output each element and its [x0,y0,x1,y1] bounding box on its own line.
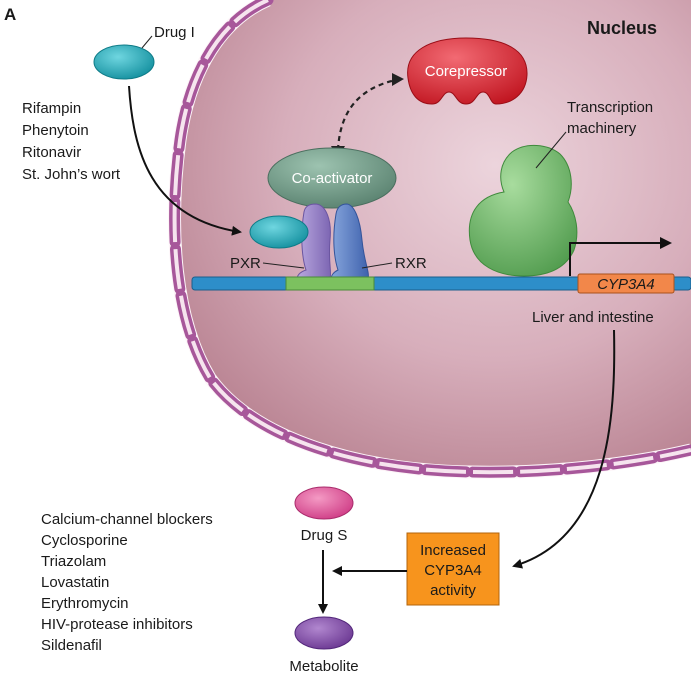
transcription-machinery [468,145,578,277]
inducer-drug-item: Rifampin [22,100,81,117]
drug-s-label: Drug S [301,527,348,544]
drug-i-label: Drug I [154,24,195,41]
coactivator-protein [267,147,397,209]
activity-box-line2: CYP3A4 [424,562,482,579]
panel-letter: A [4,5,16,24]
activity-box-line3: activity [430,582,476,599]
metabolite-molecule [294,616,354,650]
drug-i-molecule [93,44,155,80]
nuclear-membrane-inner [172,0,691,475]
transcription-leader-line [535,131,567,169]
substrate-drug-item: Triazolam [41,553,106,570]
activity-box [406,532,500,606]
induction-arrow [512,329,616,569]
exchange-dashed-line [336,78,397,151]
coactivator-label: Co-activator [292,170,373,187]
pxr-leader-line [262,262,305,269]
nucleus-body [174,0,691,473]
substrate-drug-item: HIV-protease inhibitors [41,616,193,633]
inducer-drug-item: Phenytoin [22,122,89,139]
pxr-label: PXR [230,255,261,272]
substrate-drug-list: Calcium-channel blockers Cyclosporine Tr… [41,511,213,654]
substrate-drug-item: Lovastatin [41,574,109,591]
activity-box-line1: Increased [420,542,486,559]
inducer-drug-list: Rifampin Phenytoin Ritonavir St. John’s … [22,100,121,183]
substrate-drug-item: Erythromycin [41,595,129,612]
inducer-drug-item: Ritonavir [22,144,81,161]
rxr-leader-line [361,262,393,269]
nucleus-label: Nucleus [587,18,657,38]
transcription-label-line1: Transcription [567,99,653,116]
tissue-label: Liver and intestine [532,309,654,326]
response-element [285,276,375,291]
corepressor-label: Corepressor [425,63,508,80]
drug-entry-arrow [128,85,242,236]
transcription-start-arrowhead [660,237,672,249]
drug-i-leader-line [141,35,153,49]
exchange-arrowhead-right [392,73,404,86]
cyp3a4-gene-box [577,273,675,294]
substrate-drug-item: Sildenafil [41,637,102,654]
corepressor-protein [407,37,528,105]
substrate-drug-item: Cyclosporine [41,532,128,549]
drug-s-molecule [294,486,354,520]
transcription-label-line2: machinery [567,120,637,137]
inducer-drug-item: St. John’s wort [22,166,121,183]
cyp3a4-gene-label: CYP3A4 [597,276,655,293]
nucleus [168,0,691,479]
bound-drug-i-molecule [249,215,309,249]
rxr-label: RXR [395,255,427,272]
pxr-receptor [297,203,332,280]
transcription-start-line [569,242,664,276]
metabolite-label: Metabolite [289,658,358,675]
substrate-drug-item: Calcium-channel blockers [41,511,213,528]
